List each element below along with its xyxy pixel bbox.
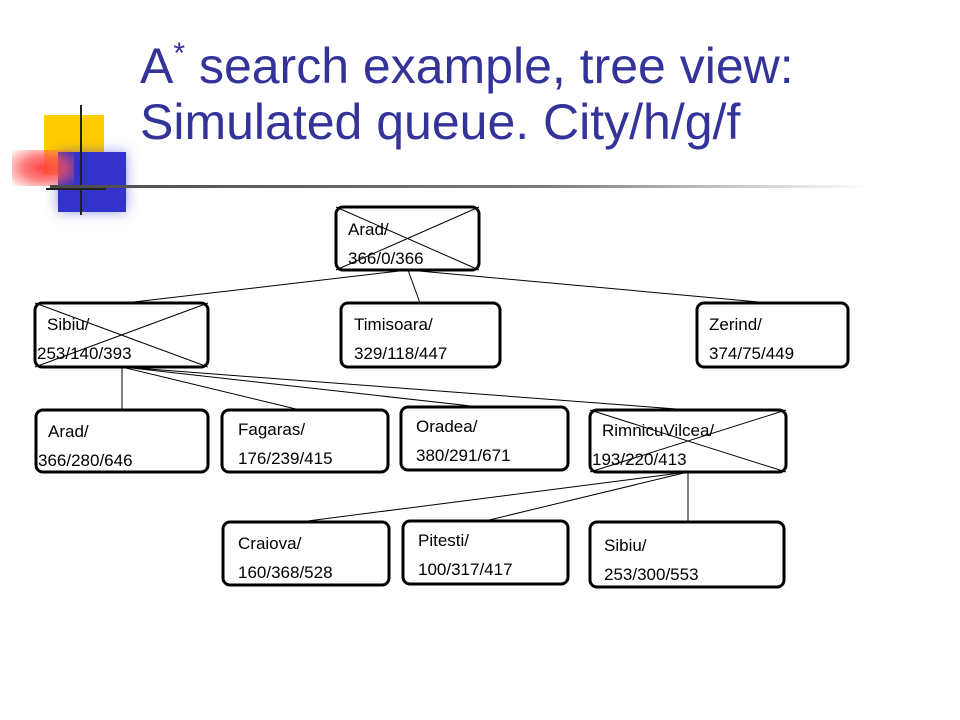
title-underline (50, 185, 870, 188)
node-label-city: Pitesti/ (418, 531, 469, 550)
node-label-values: 380/291/671 (416, 446, 511, 465)
node-craiova: Craiova/ 160/368/528 (221, 520, 391, 587)
deco-horizontal-line (46, 188, 106, 190)
node-label-values: 366/0/366 (348, 249, 424, 268)
node-label-city: Sibiu/ (604, 536, 647, 555)
node-label-city: Oradea/ (416, 417, 478, 436)
cross-out-line (335, 206, 480, 271)
edge-rimnicu-craiova (299, 471, 689, 523)
edge-arad-sibiu (124, 269, 409, 304)
tree-edges (121, 269, 771, 523)
node-label-values: 193/220/413 (592, 450, 687, 469)
edge-sibiu-rimnicuvilcea (121, 366, 691, 411)
deco-vertical-line (80, 105, 82, 215)
node-label-values: 374/75/449 (709, 344, 794, 363)
node-arad-root: Arad/ 366/0/366 (334, 205, 481, 272)
node-pitesti: Pitesti/ 100/317/417 (401, 519, 570, 586)
node-label-city: Sibiu/ (47, 315, 90, 334)
node-fagaras: Fagaras/ 176/239/415 (220, 408, 390, 474)
title-line-2: Simulated queue. City/h/g/f (140, 94, 741, 150)
node-label-city: Arad/ (348, 220, 389, 239)
slide-title: A* search example, tree view: Simulated … (140, 38, 794, 150)
edge-sibiu-fagaras (121, 366, 301, 411)
node-label-values: 160/368/528 (238, 563, 333, 582)
node-rimnicuvilcea: RimnicuVilcea/ 193/220/413 (588, 408, 788, 474)
node-label-city: Timisoara/ (354, 315, 433, 334)
node-zerind: Zerind/ 374/75/449 (695, 301, 850, 369)
node-arad-2: Arad/ 366/280/646 (34, 408, 210, 474)
edge-arad-timisoara (407, 269, 421, 304)
node-label-values: 253/300/553 (604, 565, 699, 584)
cross-out-line (589, 409, 787, 473)
node-label-city: Fagaras/ (238, 420, 305, 439)
node-sibiu-2: Sibiu/ 253/300/553 (588, 520, 786, 589)
node-oradea: Oradea/ 380/291/671 (399, 405, 570, 472)
edge-sibiu-oradea (121, 366, 481, 408)
node-label-city: Craiova/ (238, 534, 302, 553)
node-label-values: 100/317/417 (418, 560, 513, 579)
cross-out-line (34, 302, 209, 368)
node-label-values: 366/280/646 (38, 451, 133, 470)
node-sibiu: Sibiu/ 253/140/393 (33, 301, 210, 369)
deco-red-square (12, 150, 74, 186)
node-label-city: Zerind/ (709, 315, 762, 334)
node-timisoara: Timisoara/ 329/118/447 (339, 301, 502, 369)
node-label-city: Arad/ (48, 422, 89, 441)
node-label-values: 253/140/393 (37, 344, 132, 363)
title-line-1: A* search example, tree view: (140, 37, 794, 94)
edge-arad-zerind (407, 269, 771, 304)
node-label-values: 176/239/415 (238, 449, 333, 468)
node-label-values: 329/118/447 (354, 344, 447, 363)
edge-rimnicu-pitesti (484, 471, 689, 522)
node-label-city: RimnicuVilcea/ (602, 421, 714, 440)
